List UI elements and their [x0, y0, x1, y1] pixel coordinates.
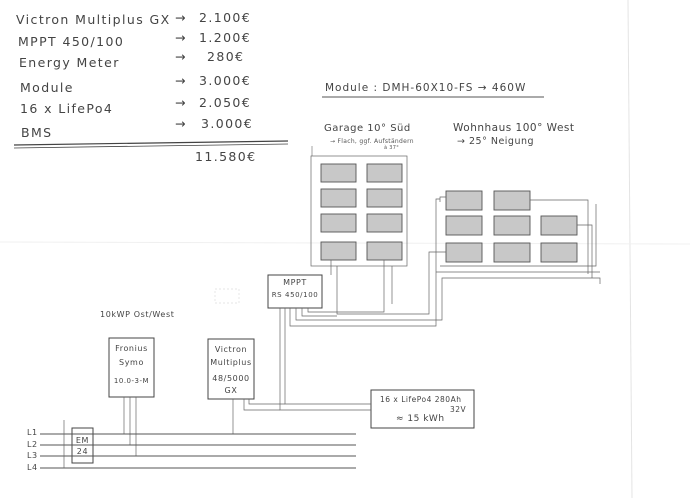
- pv-module: [540, 242, 578, 263]
- cost-item-mppt: MPPT 450/100: [18, 34, 125, 49]
- em-label-2: 24: [76, 447, 89, 456]
- garage-note: → Flach, ggf. Aufständern: [330, 138, 414, 145]
- phase-label-l4: L4: [27, 463, 38, 472]
- pv-module: [366, 213, 403, 233]
- victron-label-3: 48/5000: [212, 374, 250, 383]
- victron-label-1: Victron: [214, 345, 248, 354]
- cost-total: 11.580€: [195, 149, 257, 164]
- victron-label-2: Multiplus: [210, 358, 252, 367]
- victron-inverter-box: [207, 338, 255, 400]
- pv-module: [320, 163, 357, 183]
- cost-arrow: →: [175, 116, 187, 131]
- cost-arrow: →: [175, 49, 187, 64]
- energy-meter-box: [71, 427, 94, 464]
- garage-angle: à 37°: [384, 145, 400, 151]
- fronius-inverter-box: [108, 337, 155, 398]
- fronius-array-label: 10kWP Ost/West: [100, 310, 175, 319]
- pv-module: [366, 188, 403, 208]
- pv-module: [366, 163, 403, 183]
- phase-label-l1: L1: [27, 428, 38, 437]
- pv-module: [445, 215, 483, 236]
- pv-module: [493, 215, 531, 236]
- cost-arrow: →: [175, 30, 187, 45]
- cost-price-victron: 2.100€: [199, 10, 252, 25]
- garage-panel-array: [320, 163, 403, 261]
- garage-title: Garage 10° Süd: [324, 123, 411, 134]
- pv-module: [320, 213, 357, 233]
- wohnhaus-note: → 25° Neigung: [457, 136, 535, 147]
- module-header: Module : DMH-60X10-FS → 460W: [325, 82, 527, 94]
- pv-module: [493, 242, 531, 263]
- phase-bus: [40, 433, 356, 469]
- battery-label-1: 16 x LifePo4 280Ah: [380, 395, 462, 404]
- fronius-bus-wiring: [123, 397, 137, 456]
- mppt-to-battery-wiring: [243, 308, 371, 411]
- pv-module: [493, 190, 531, 211]
- victron-label-4: GX: [224, 386, 238, 395]
- cost-price-bms: 3.000€: [201, 116, 254, 131]
- mppt-box: [267, 274, 323, 309]
- cost-arrow: →: [175, 95, 187, 110]
- cost-arrow: →: [175, 10, 187, 25]
- cost-price-lifepo4: 2.050€: [199, 95, 252, 110]
- mppt-label-1: MPPT: [283, 278, 307, 287]
- wohnhaus-wiring: [435, 196, 600, 278]
- pv-module: [540, 215, 578, 236]
- pv-module: [366, 241, 403, 261]
- mppt-label-2: RS 450/100: [271, 291, 319, 299]
- cost-item-module: Module: [20, 80, 74, 95]
- total-underline-2: [13, 143, 289, 149]
- phase-label-l2: L2: [27, 440, 38, 449]
- cost-arrow: →: [175, 73, 187, 88]
- fronius-label-3: 10.0-3-M: [113, 377, 150, 385]
- pv-module: [320, 241, 357, 261]
- pv-module: [320, 188, 357, 208]
- pv-module: [445, 190, 483, 211]
- fronius-label-2: Symo: [119, 358, 144, 367]
- battery-label-3: ≈ 15 kWh: [396, 414, 445, 424]
- garage-frame: [310, 155, 408, 267]
- battery-box: [370, 389, 475, 429]
- paper-edge: [627, 0, 633, 498]
- cost-item-energy-meter: Energy Meter: [19, 55, 120, 70]
- pv-module: [445, 242, 483, 263]
- battery-label-2: 32V: [450, 405, 467, 414]
- cost-price-module: 3.000€: [199, 73, 252, 88]
- cost-item-lifepo4: 16 x LifePo4: [20, 101, 114, 116]
- cost-item-victron: Victron Multiplus GX: [16, 12, 171, 27]
- erased-box: [214, 288, 240, 304]
- phase-label-l3: L3: [27, 451, 38, 460]
- wohnhaus-title: Wohnhaus 100° West: [453, 122, 575, 134]
- garage-to-mppt-wiring: [289, 251, 601, 327]
- total-underline: [13, 140, 289, 146]
- cost-price-energy-meter: 280€: [207, 49, 245, 64]
- fronius-label-1: Fronius: [115, 344, 148, 353]
- cost-item-bms: BMS: [21, 125, 53, 140]
- em-label-1: EM: [75, 436, 90, 445]
- wohnhaus-panel-array: [445, 190, 578, 263]
- cost-price-mppt: 1.200€: [199, 30, 252, 45]
